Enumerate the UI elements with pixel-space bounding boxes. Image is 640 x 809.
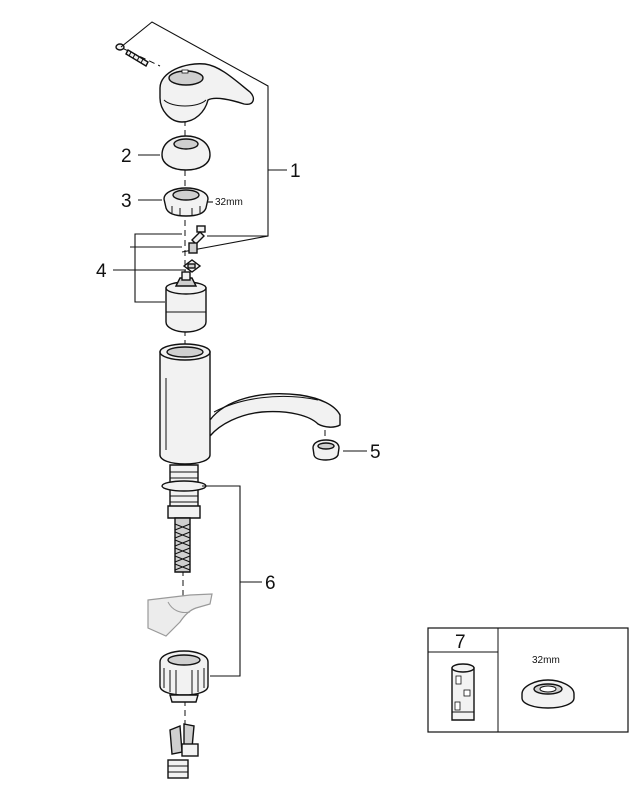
cartridge-key-tool: [451, 663, 475, 721]
part-6-bracket: [202, 485, 241, 677]
threaded-shank: [161, 464, 207, 519]
callout-7: 7: [455, 632, 466, 653]
small-screw: [188, 225, 206, 254]
part-4-bracket-outer: [134, 233, 182, 303]
part-1-group-outline: [120, 21, 287, 253]
cartridge-nut: [138, 187, 213, 217]
callout-1: 1: [290, 161, 301, 182]
half-moon-washer: [147, 593, 213, 637]
callout-3: 3: [121, 191, 132, 212]
supply-connectors: [167, 723, 199, 779]
callout-2: 2: [121, 146, 132, 167]
limiter-insert: [182, 259, 202, 273]
callout-4: 4: [96, 261, 107, 282]
ceramic-cartridge: [165, 271, 207, 333]
faucet-body: [159, 343, 341, 465]
lever-handle: [159, 63, 255, 123]
callout-6: 6: [265, 573, 276, 594]
handle-screw: [115, 43, 149, 67]
cover-cap: [138, 135, 211, 171]
legend-nut-size-label: 32mm: [532, 655, 560, 666]
braided-hose: [174, 517, 191, 573]
nut-size-label: 32mm: [215, 197, 243, 208]
legend-nut: [521, 679, 575, 709]
callout-5: 5: [370, 442, 381, 463]
aerator: [312, 439, 367, 461]
mounting-nut: [159, 650, 209, 703]
